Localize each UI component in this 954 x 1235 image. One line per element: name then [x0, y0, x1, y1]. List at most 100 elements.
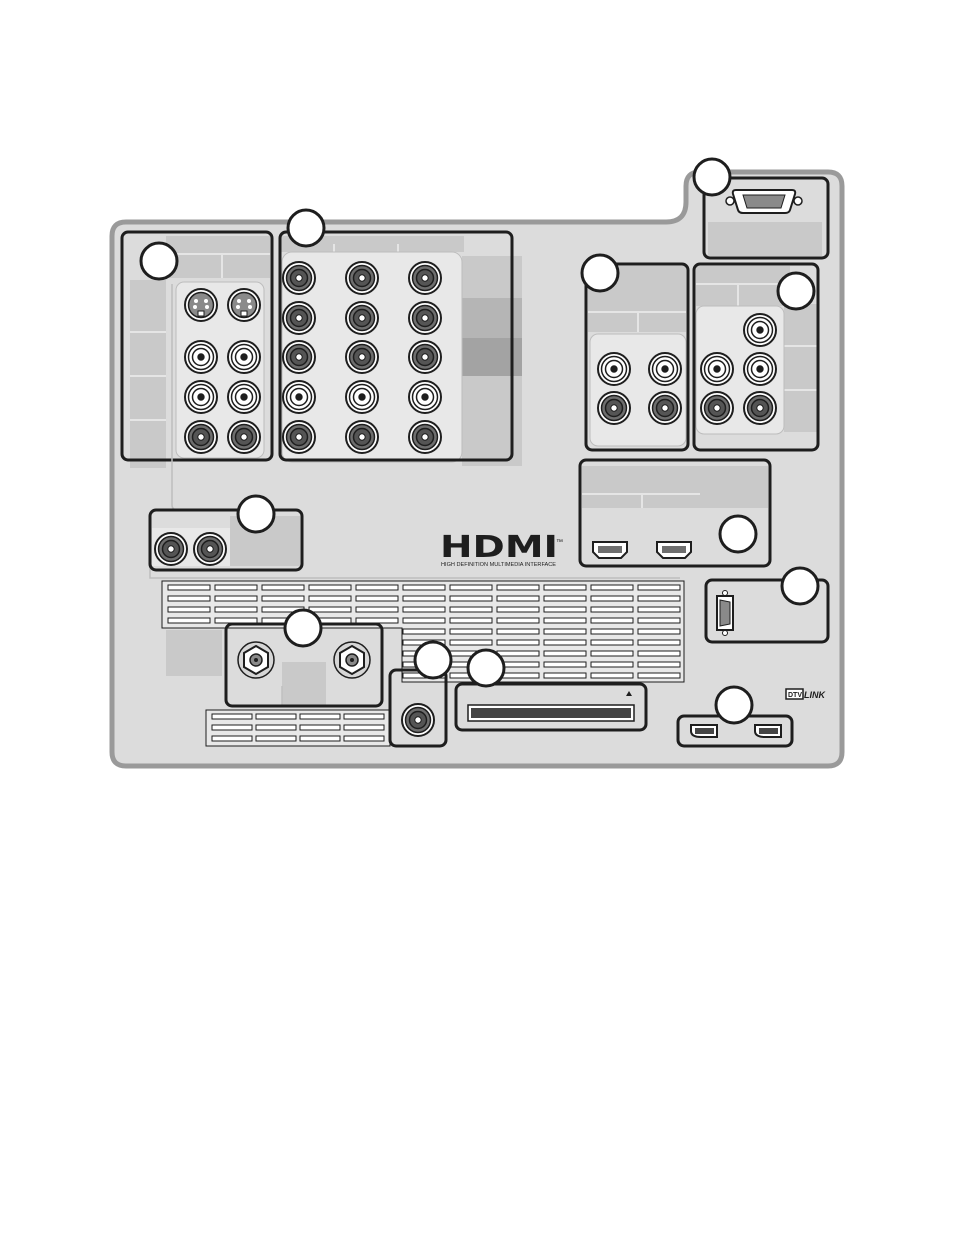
rca-jack-dark-icon[interactable] [346, 341, 378, 373]
rca-jack-dark-icon[interactable] [155, 533, 187, 565]
rca-jack-light-icon[interactable] [228, 381, 260, 413]
ieee1394-port-icon[interactable] [755, 725, 781, 737]
rca-jack-dark-icon[interactable] [346, 302, 378, 334]
vent-slot [450, 629, 492, 634]
vent-slot [497, 607, 539, 612]
rca-jack-dark-icon[interactable] [228, 421, 260, 453]
rca-jack-light-icon[interactable] [409, 381, 441, 413]
vent-slot [356, 585, 398, 590]
vent-slot [544, 629, 586, 634]
vent-slot [591, 618, 633, 623]
vent-slot [544, 585, 586, 590]
vent-slot [168, 585, 210, 590]
vent-slot [168, 607, 210, 612]
vent-grille-lower [206, 710, 390, 746]
rca-jack-dark-icon[interactable] [744, 392, 776, 424]
svideo-jack-icon[interactable] [228, 289, 260, 321]
rca-jack-light-icon[interactable] [346, 381, 378, 413]
vent-slot [591, 596, 633, 601]
rca-jack-light-icon[interactable] [185, 341, 217, 373]
rca-jack-dark-icon[interactable] [402, 704, 434, 736]
vent-slot [168, 596, 210, 601]
vent-slot [450, 585, 492, 590]
rca-jack-light-icon[interactable] [283, 381, 315, 413]
vent-slot [497, 629, 539, 634]
f-connector-icon[interactable] [334, 642, 370, 678]
vent-slot [300, 736, 340, 741]
vent-slot [262, 596, 304, 601]
rca-jack-light-icon[interactable] [701, 353, 733, 385]
rca-jack-dark-icon[interactable] [409, 302, 441, 334]
vent-slot [638, 607, 680, 612]
svideo-jack-icon[interactable] [185, 289, 217, 321]
vent-slot [591, 585, 633, 590]
vent-slot [403, 596, 445, 601]
rca-jack-dark-icon[interactable] [346, 262, 378, 294]
rca-jack-dark-icon[interactable] [194, 533, 226, 565]
vent-slot [450, 607, 492, 612]
vent-slot [638, 585, 680, 590]
rca-jack-light-icon[interactable] [598, 353, 630, 385]
vent-slot [497, 596, 539, 601]
vent-slot [256, 736, 296, 741]
rca-jack-dark-icon[interactable] [598, 392, 630, 424]
svg-text:DTV: DTV [788, 692, 802, 699]
rca-jack-dark-icon[interactable] [701, 392, 733, 424]
rca-jack-dark-icon[interactable] [283, 341, 315, 373]
vent-slot [300, 714, 340, 719]
vent-slot [544, 618, 586, 623]
rca-jack-dark-icon[interactable] [409, 421, 441, 453]
vent-slot [450, 618, 492, 623]
vent-slot [544, 673, 586, 678]
vent-slot [309, 596, 351, 601]
vent-slot [638, 629, 680, 634]
callout-circle-icon [415, 642, 451, 678]
vent-slot [638, 651, 680, 656]
rca-jack-dark-icon[interactable] [346, 421, 378, 453]
vent-slot [215, 618, 257, 623]
rca-jack-dark-icon[interactable] [409, 262, 441, 294]
vent-slot [544, 651, 586, 656]
vent-slot [591, 629, 633, 634]
rca-jack-dark-icon[interactable] [283, 262, 315, 294]
rca-jack-dark-icon[interactable] [649, 392, 681, 424]
rca-jack-light-icon[interactable] [185, 381, 217, 413]
rca-jack-dark-icon[interactable] [283, 302, 315, 334]
hdmi-port-icon[interactable] [593, 542, 627, 558]
vga-port-icon[interactable] [726, 190, 802, 213]
vent-slot [403, 585, 445, 590]
vent-slot [403, 618, 445, 623]
vent-slot [212, 736, 252, 741]
vent-slot [256, 714, 296, 719]
vent-slot [497, 618, 539, 623]
ieee1394-port-icon[interactable] [691, 725, 717, 737]
rs232-port-icon[interactable] [717, 591, 733, 636]
vent-slot [638, 618, 680, 623]
vent-slot [450, 596, 492, 601]
vent-slot [215, 596, 257, 601]
rca-jack-light-icon[interactable] [228, 341, 260, 373]
vent-slot [356, 596, 398, 601]
vent-slot [344, 725, 384, 730]
vent-slot [638, 640, 680, 645]
callout-circle-icon [778, 273, 814, 309]
vent-slot [356, 618, 398, 623]
rca-jack-dark-icon[interactable] [283, 421, 315, 453]
hdmi-port-icon[interactable] [657, 542, 691, 558]
cablecard-slot-icon[interactable] [468, 705, 634, 721]
vent-slot [497, 585, 539, 590]
callout-circle-icon [716, 687, 752, 723]
rca-jack-light-icon[interactable] [649, 353, 681, 385]
f-connector-icon[interactable] [238, 642, 274, 678]
rca-jack-light-icon[interactable] [744, 314, 776, 346]
vent-slot [262, 585, 304, 590]
vent-slot [638, 596, 680, 601]
hdmi-logo: HDMI ™ HIGH DEFINITION MULTIMEDIA INTERF… [440, 530, 563, 568]
vent-slot [544, 640, 586, 645]
rca-jack-dark-icon[interactable] [185, 421, 217, 453]
rca-jack-light-icon[interactable] [744, 353, 776, 385]
callout-circle-icon [694, 159, 730, 195]
rca-jack-dark-icon[interactable] [409, 341, 441, 373]
vent-slot [544, 607, 586, 612]
